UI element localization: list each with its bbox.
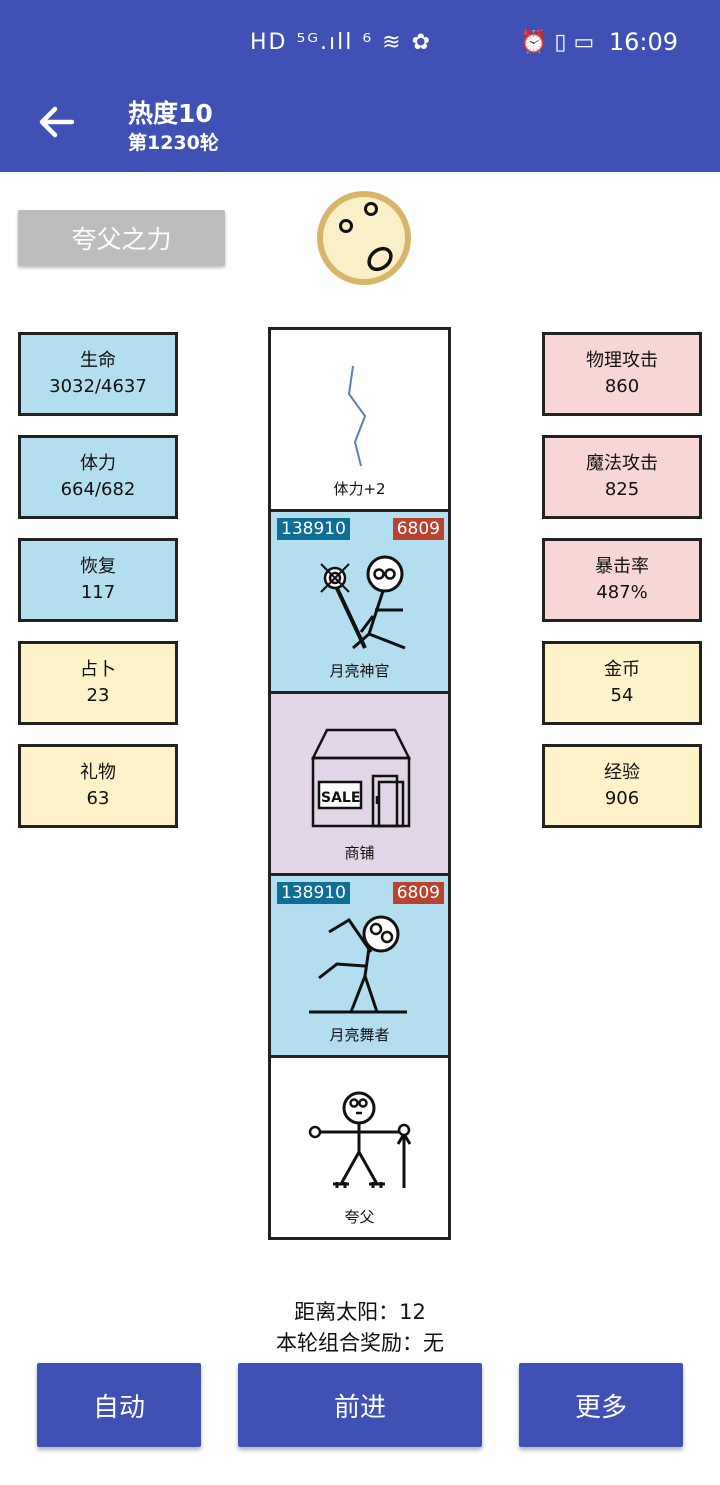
stat-value: 906 [604, 788, 640, 809]
stat-label: 经验 [604, 762, 640, 783]
stat-label: 物理攻击 [586, 350, 658, 371]
system-icons: ⏰ ▯ ▭ [520, 30, 595, 55]
forward-button[interactable]: 前进 [238, 1363, 482, 1447]
kuafu-figure-icon [308, 1091, 412, 1188]
more-button[interactable]: 更多 [519, 1363, 683, 1447]
tile-name: 夸父 [344, 1208, 375, 1226]
moon-priest-figure-icon [320, 555, 406, 650]
round-combo-reward: 本轮组合奖励：无 [276, 1331, 444, 1355]
stat-label: 礼物 [80, 762, 116, 783]
enemy-attack-badge: 6809 [392, 518, 444, 540]
back-button[interactable] [34, 100, 78, 144]
tile-name: 体力+2 [333, 480, 386, 498]
tile-moon-priest[interactable]: 138910 6809 月亮神官 [268, 509, 451, 694]
stat-label: 恢复 [80, 556, 116, 577]
tile-player-kuafu[interactable]: 夸父 [268, 1055, 451, 1240]
enemy-attack-badge: 6809 [392, 882, 444, 904]
page-title: 热度10 [128, 99, 213, 128]
tile-moon-dancer[interactable]: 138910 6809 月亮舞者 [268, 873, 451, 1058]
stat-value: 23 [86, 685, 110, 706]
stat-value: 487% [596, 582, 648, 603]
tile-shop[interactable]: SALE 商铺 [268, 691, 451, 876]
tile-name: 商铺 [344, 844, 375, 862]
stat-recovery: 恢复 117 [18, 538, 178, 622]
stat-label: 金币 [604, 659, 640, 680]
enemy-hp-badge: 138910 [277, 518, 350, 540]
tile-name: 月亮舞者 [329, 1026, 390, 1044]
shop-sign: SALE [321, 790, 361, 806]
network-icons: HD ⁵ᴳ.ıll ⁶ ≋ ✿ [250, 30, 433, 55]
stat-value: 3032/4637 [49, 376, 147, 397]
stat-label: 生命 [80, 350, 116, 371]
round-subtitle: 第1230轮 [128, 132, 219, 154]
auto-button[interactable]: 自动 [37, 1363, 201, 1447]
stat-gift: 礼物 63 [18, 744, 178, 828]
stat-label: 暴击率 [595, 556, 649, 577]
stat-experience: 经验 906 [542, 744, 702, 828]
stat-divination: 占卜 23 [18, 641, 178, 725]
enemy-hp-badge: 138910 [277, 882, 350, 904]
stat-value: 664/682 [60, 479, 136, 500]
stat-gold: 金币 54 [542, 641, 702, 725]
stat-physical-attack: 物理攻击 860 [542, 332, 702, 416]
stat-label: 体力 [80, 453, 116, 474]
moon-face-icon[interactable] [316, 190, 412, 286]
arrow-left-icon [39, 106, 74, 138]
stat-value: 825 [604, 479, 640, 500]
shop-icon [310, 728, 412, 828]
moon-dancer-figure-icon [309, 915, 407, 1014]
stat-label: 魔法攻击 [586, 453, 658, 474]
stat-value: 117 [80, 582, 116, 603]
app-bar: HD ⁵ᴳ.ıll ⁶ ≋ ✿ ⏰ ▯ ▭ 16:09 热度10 第1230轮 [0, 0, 720, 172]
stat-magic-attack: 魔法攻击 825 [542, 435, 702, 519]
tile-stamina-bonus[interactable]: 体力+2 [268, 327, 451, 512]
stat-value: 54 [610, 685, 634, 706]
lightning-icon [347, 365, 367, 467]
stat-label: 占卜 [80, 659, 116, 680]
status-time: 16:09 [608, 28, 678, 56]
tile-name: 月亮神官 [329, 662, 390, 680]
stat-value: 63 [86, 788, 110, 809]
stat-stamina: 体力 664/682 [18, 435, 178, 519]
status-bar: HD ⁵ᴳ.ıll ⁶ ≋ ✿ ⏰ ▯ ▭ 16:09 [0, 0, 720, 84]
skill-button[interactable]: 夸父之力 [18, 210, 225, 266]
stat-value: 860 [604, 376, 640, 397]
stat-crit-rate: 暴击率 487% [542, 538, 702, 622]
distance-to-sun: 距离太阳：12 [294, 1300, 426, 1324]
stat-hp: 生命 3032/4637 [18, 332, 178, 416]
